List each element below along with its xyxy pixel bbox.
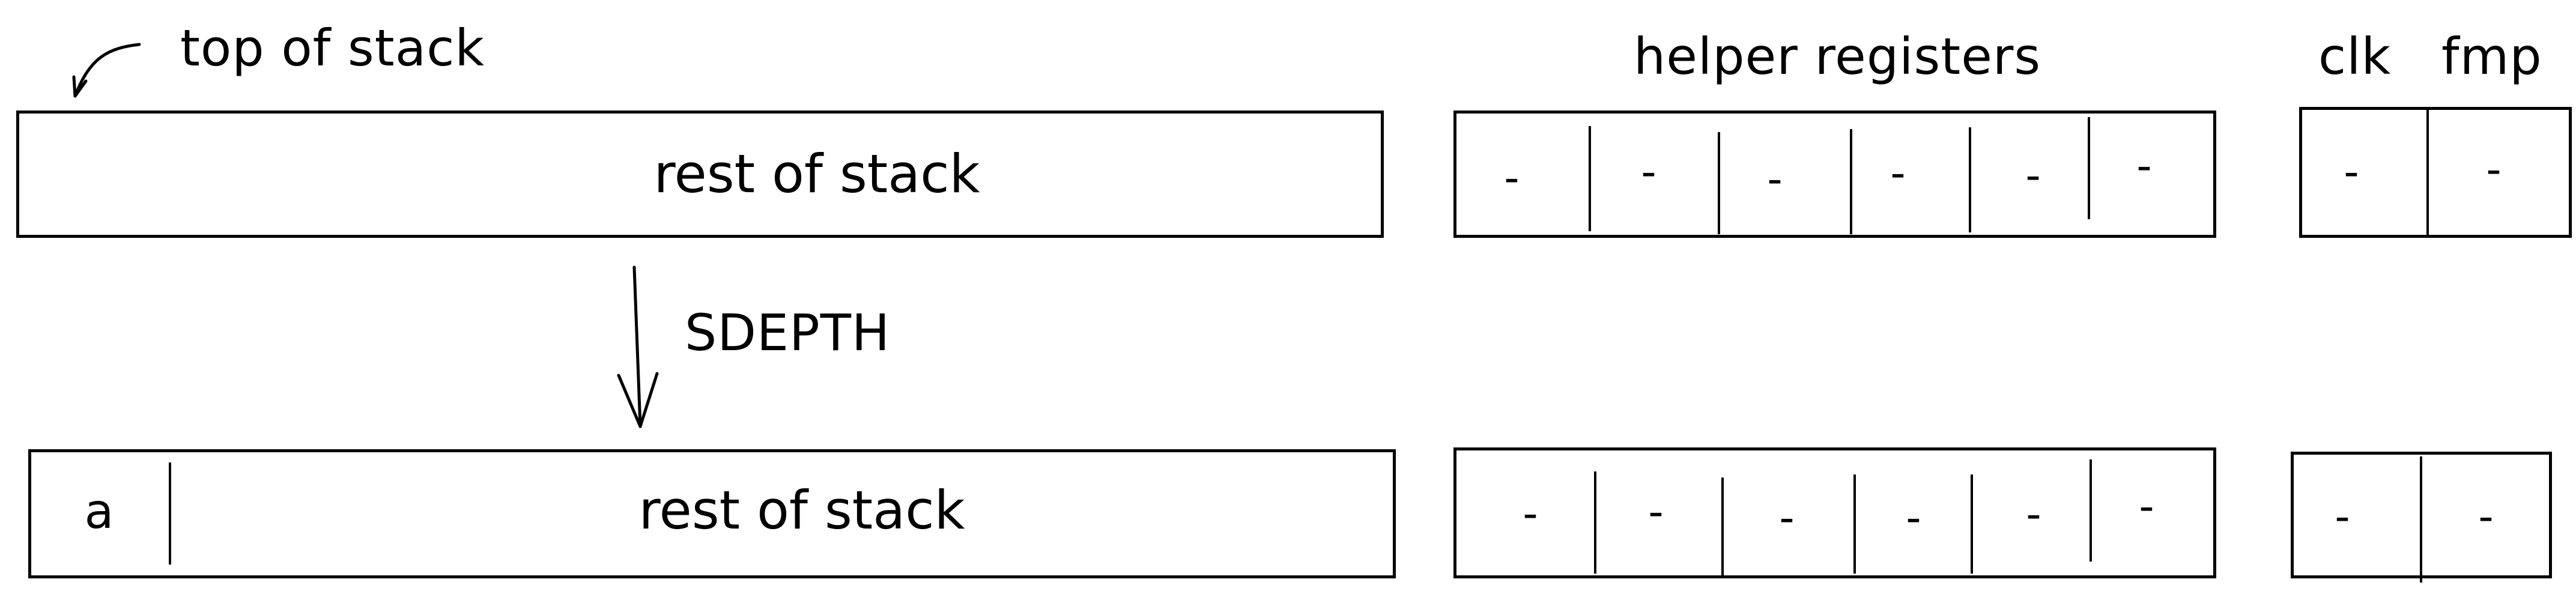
after-helper-registers-box xyxy=(1453,447,2216,578)
clk-label: clk xyxy=(2318,27,2392,86)
after-stack-top-value: a xyxy=(84,483,114,539)
after-helper-cell: - xyxy=(1906,493,1921,542)
after-fmp-cell: - xyxy=(2478,492,2494,541)
fmp-label: fmp xyxy=(2441,27,2542,86)
after-clk-fmp-divider xyxy=(2420,456,2422,583)
after-rest-of-stack-label: rest of stack xyxy=(638,479,965,541)
sdepth-arrow-icon xyxy=(617,265,659,428)
after-helper-divider xyxy=(1853,474,1856,574)
before-helper-cell: - xyxy=(1767,154,1783,204)
after-clk-cell: - xyxy=(2335,492,2350,541)
before-helper-cell: - xyxy=(2136,141,2152,190)
before-helper-divider xyxy=(1589,126,1591,231)
after-helper-divider xyxy=(2090,459,2092,562)
before-helper-cell: - xyxy=(1890,148,1906,198)
before-helper-cell: - xyxy=(2025,151,2041,200)
before-helper-divider xyxy=(1969,127,1971,232)
before-helper-divider xyxy=(2088,117,2090,219)
top-of-stack-label: top of stack xyxy=(180,19,485,77)
top-of-stack-arrow-icon xyxy=(72,43,141,98)
sdepth-operation-label: SDEPTH xyxy=(685,303,891,362)
before-clk-cell: - xyxy=(2344,147,2359,196)
after-stack-box xyxy=(28,449,1396,578)
before-clk-fmp-box xyxy=(2299,107,2572,238)
after-helper-cell: - xyxy=(1779,493,1795,542)
after-stack-top-divider xyxy=(169,462,171,565)
before-helper-divider xyxy=(1850,129,1852,234)
after-helper-divider xyxy=(1971,474,1973,574)
after-helper-cell: - xyxy=(1523,489,1538,538)
helper-registers-label: helper registers xyxy=(1634,27,2041,86)
before-fmp-cell: - xyxy=(2486,145,2502,194)
after-helper-divider xyxy=(1721,477,1724,577)
before-helper-divider xyxy=(1718,132,1720,234)
after-helper-cell: - xyxy=(2026,489,2041,539)
before-rest-of-stack-label: rest of stack xyxy=(653,143,980,205)
before-helper-cell: - xyxy=(1641,147,1656,196)
after-helper-cell: - xyxy=(2139,482,2154,531)
after-helper-divider xyxy=(1594,471,1596,574)
before-stack-box xyxy=(16,111,1384,238)
before-helper-registers-box xyxy=(1453,111,2216,238)
before-clk-fmp-divider xyxy=(2426,108,2429,235)
before-helper-cell: - xyxy=(1504,153,1520,202)
after-helper-cell: - xyxy=(1648,487,1664,536)
